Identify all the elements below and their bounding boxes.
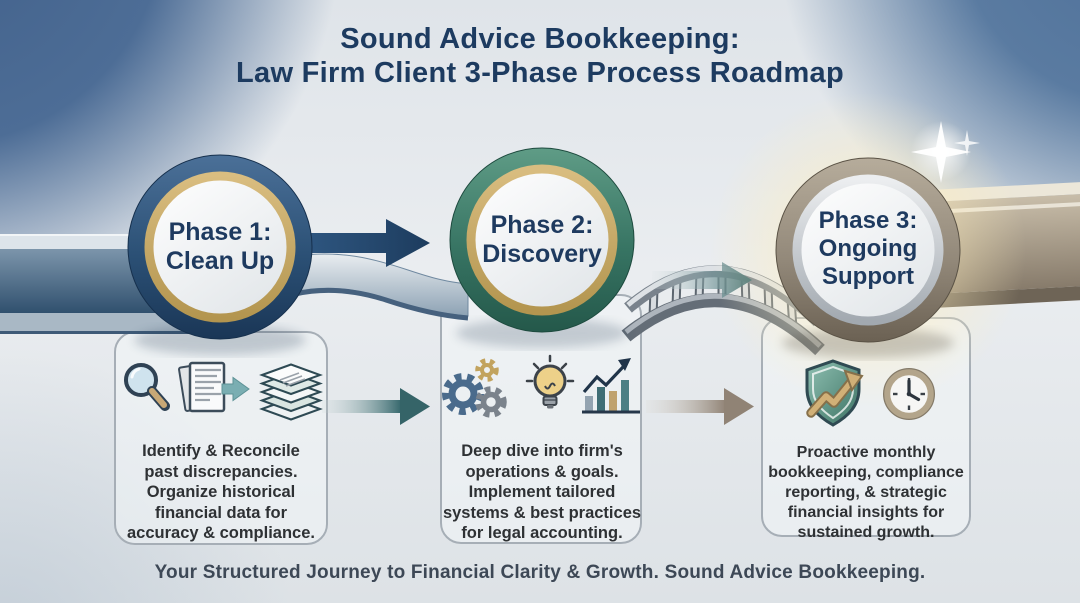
sparkle-icon <box>911 121 980 183</box>
phase-2-shadow <box>456 318 628 348</box>
card1-to-card2-arrow <box>322 388 430 425</box>
phase-1-icon-row <box>116 358 328 426</box>
title-line-2: Law Firm Client 3-Phase Process Roadmap <box>236 57 844 89</box>
shield-growth-icon <box>805 359 864 427</box>
phase-3-circle <box>775 157 961 343</box>
tagline: Your Structured Journey to Financial Cla… <box>154 562 926 583</box>
phase-2-label: Phase 2: Discovery <box>482 211 602 268</box>
paper-stack-icon <box>259 363 323 421</box>
phase-2-circle <box>449 147 635 333</box>
phase-1-circle <box>127 154 313 340</box>
phase-1-description: Identify & Reconcile past discrepancies.… <box>126 442 315 542</box>
phase-3-label: Phase 3: Ongoing Support <box>818 207 918 290</box>
gears-icon <box>442 358 507 418</box>
phase-3-icon-row <box>786 358 950 430</box>
phase1-to-phase2-arrow <box>305 219 430 267</box>
ribbon-swoosh <box>294 253 469 321</box>
phase-3-shadow <box>782 328 954 358</box>
phase-1-label: Phase 1: Clean Up <box>165 218 275 275</box>
card2-to-card3-arrow <box>646 388 754 425</box>
lightbulb-icon <box>525 354 575 409</box>
bar-chart-icon <box>582 358 640 414</box>
phase-2-icon-row <box>440 354 644 424</box>
title-line-1: Sound Advice Bookkeeping: <box>340 23 740 55</box>
phase-2-description: Deep dive into firm's operations & goals… <box>442 442 642 542</box>
page-title: Sound Advice Bookkeeping: Law Firm Clien… <box>0 22 1080 90</box>
documents-icon <box>178 361 250 413</box>
phase-1-shadow <box>134 325 306 355</box>
clock-icon <box>883 368 935 420</box>
phase-3-description: Proactive monthly bookkeeping, complianc… <box>768 444 964 541</box>
magnifying-glass-icon <box>124 363 170 411</box>
